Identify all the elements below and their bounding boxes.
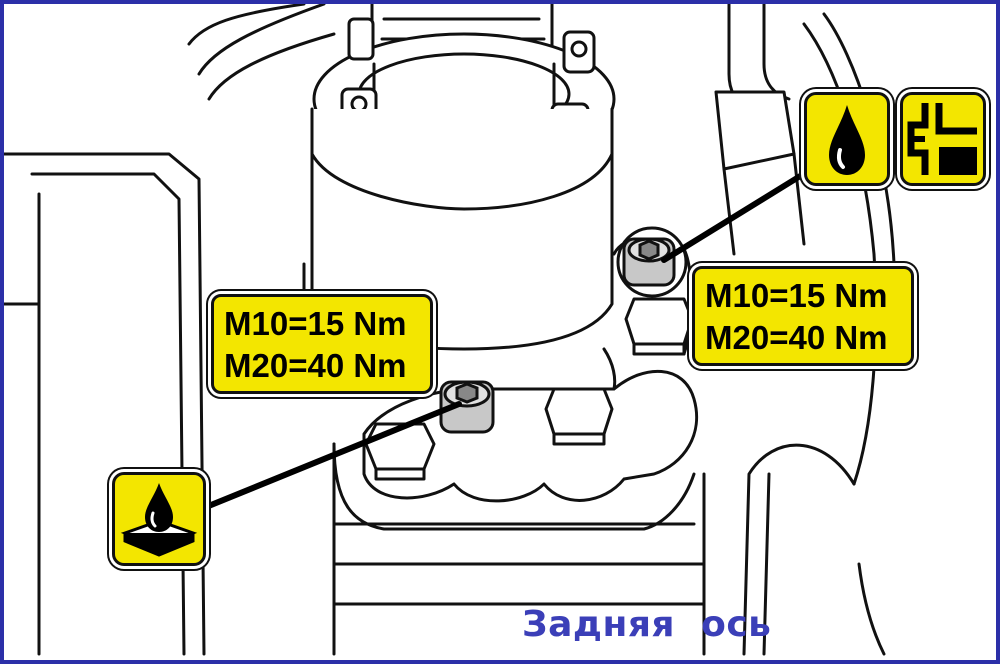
sealant-drop-icon [112,472,206,566]
torque-label-left: M10=15 Nm M20=40 Nm [211,294,433,394]
torque-spec-m20: M20=40 Nm [224,347,407,384]
torque-spec-m10: M10=15 Nm [224,305,407,342]
oil-drop-icon [804,92,890,186]
torque-spec-m10: M10=15 Nm [705,277,888,314]
diagram-caption: Задняя ось [522,604,772,645]
caption-area [4,596,996,660]
drain-plug-icon [900,92,986,186]
torque-label-right: M10=15 Nm M20=40 Nm [692,266,914,366]
torque-spec-m20: M20=40 Nm [705,319,888,356]
rear-axle-line-drawing [4,4,896,656]
